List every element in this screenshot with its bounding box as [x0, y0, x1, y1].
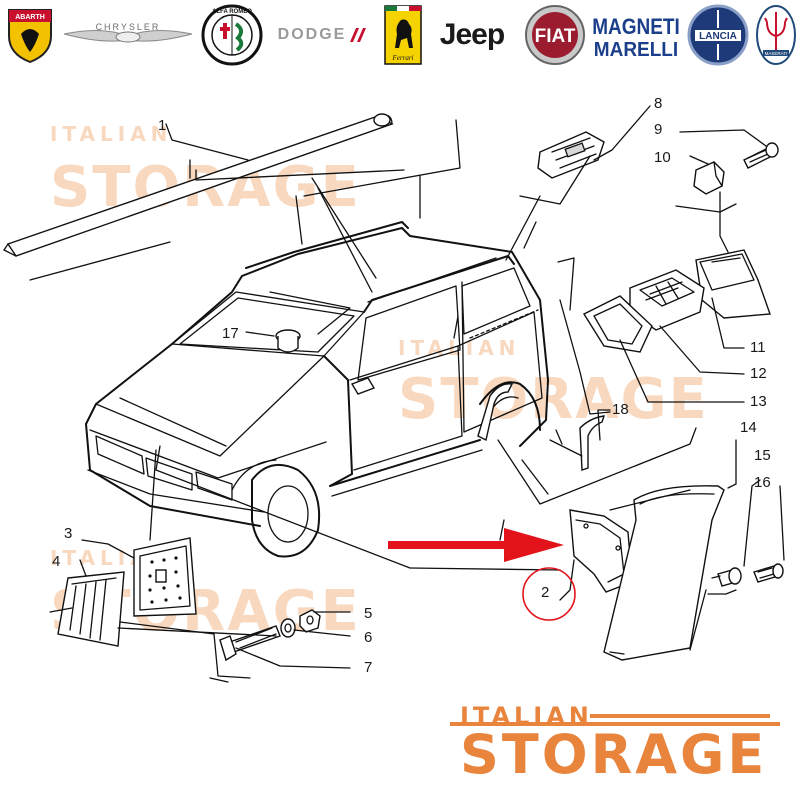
- callout-2: 2: [541, 584, 549, 601]
- part-16-screw: [753, 563, 784, 583]
- part-9-screw: [743, 142, 779, 169]
- callouts: 1 2 3 4 5 6 7 8 9 10 11 12 13 14 15 16 1…: [52, 95, 771, 676]
- ferrari-prancing-horse-icon: Ferrari: [384, 5, 422, 65]
- highlight-circle: [522, 567, 576, 621]
- svg-text:Ferrari: Ferrari: [392, 54, 414, 62]
- fiat-badge-icon: FIAT: [525, 5, 585, 65]
- part-15-bolt: [711, 567, 742, 587]
- footer-logo: ITALIAN STORAGE: [450, 700, 790, 795]
- alfa-romeo-badge-icon: ALFA ROMEO: [201, 4, 263, 66]
- ferrari-logo: Ferrari: [382, 4, 424, 66]
- footer-logo-top-word: ITALIAN: [460, 702, 593, 730]
- part-1-roof-molding: [3, 113, 394, 257]
- callout-14: 14: [740, 419, 757, 436]
- magneti-marelli-wordmark: MAGNETI MARELLI: [592, 15, 680, 60]
- abarth-shield-icon: ABARTH: [8, 9, 52, 64]
- abarth-logo: ABARTH: [2, 4, 58, 66]
- part-3-pad: [133, 537, 197, 617]
- svg-text:ALFA ROMEO: ALFA ROMEO: [212, 9, 252, 15]
- callout-17: 17: [222, 325, 239, 342]
- callout-12: 12: [750, 365, 767, 382]
- callout-15: 15: [754, 447, 771, 464]
- callout-16: 16: [754, 474, 771, 491]
- dodge-stripes-icon: [350, 28, 367, 42]
- callout-9: 9: [654, 121, 662, 138]
- part-11-housing: [695, 249, 771, 319]
- callout-7: 7: [364, 659, 372, 676]
- watermark-main-2: STORAGE: [398, 367, 709, 432]
- maserati-logo: MASERATI: [754, 4, 798, 66]
- callout-6: 6: [364, 629, 372, 646]
- svg-text:FIAT: FIAT: [535, 26, 576, 47]
- fiat-logo: FIAT: [522, 4, 588, 66]
- label-box-top: [189, 119, 461, 197]
- chrysler-logo: CHRYSLER: [62, 4, 194, 66]
- footer-logo-bar-top: [590, 714, 770, 718]
- marelli-word: MARELLI: [594, 39, 678, 60]
- part-6-washer: [280, 618, 296, 638]
- callout-11: 11: [750, 339, 766, 356]
- callout-13: 13: [750, 393, 767, 410]
- red-arrow: [388, 528, 564, 562]
- part-2-trim: [569, 509, 633, 593]
- part-5-nut: [299, 609, 321, 633]
- magneti-word: MAGNETI: [592, 15, 680, 40]
- part-10-clip: [693, 161, 725, 195]
- part-8-lamp: [537, 131, 605, 179]
- chrysler-wings-icon: CHRYSLER: [63, 22, 193, 43]
- footer-logo-main-word: STORAGE: [460, 723, 768, 786]
- leader-lines: [29, 105, 785, 683]
- footer-logo-bar-bottom: [450, 722, 780, 726]
- lancia-badge-icon: LANCIA: [687, 4, 749, 66]
- part-17-cap: [275, 329, 301, 353]
- lancia-logo: LANCIA: [686, 4, 750, 66]
- part-18-strip: [579, 415, 606, 471]
- brand-logo-strip: ABARTH CHRYSLER ALFA ROMEO DODGE: [0, 0, 800, 70]
- alfa-romeo-logo: ALFA ROMEO: [200, 4, 264, 66]
- watermark-top-2: ITALIAN: [398, 336, 521, 360]
- svg-text:MASERATI: MASERATI: [765, 51, 788, 56]
- maserati-trident-icon: MASERATI: [756, 5, 796, 65]
- callout-5: 5: [364, 605, 372, 622]
- svg-text:LANCIA: LANCIA: [699, 31, 737, 42]
- car-body: [85, 221, 549, 558]
- svg-text:ABARTH: ABARTH: [15, 14, 45, 21]
- pad-holes: [148, 556, 182, 604]
- watermark-top-1: ITALIAN: [50, 122, 173, 146]
- callout-18: 18: [612, 401, 629, 418]
- jeep-logo: Jeep: [439, 18, 505, 51]
- part-4-ribbed-plate: [57, 571, 125, 647]
- callout-1: 1: [158, 117, 166, 134]
- callout-10: 10: [654, 149, 671, 166]
- magneti-marelli-logo: MAGNETI MARELLI: [590, 4, 682, 66]
- wheel-arch-trim: [477, 383, 514, 442]
- callout-4: 4: [52, 553, 60, 570]
- callout-8: 8: [654, 95, 662, 112]
- svg-text:CHRYSLER: CHRYSLER: [96, 22, 161, 32]
- part-13-frame: [582, 295, 653, 353]
- dodge-logo: DODGE: [268, 4, 376, 66]
- callout-3: 3: [64, 525, 72, 542]
- part-7-bolt: [219, 625, 281, 662]
